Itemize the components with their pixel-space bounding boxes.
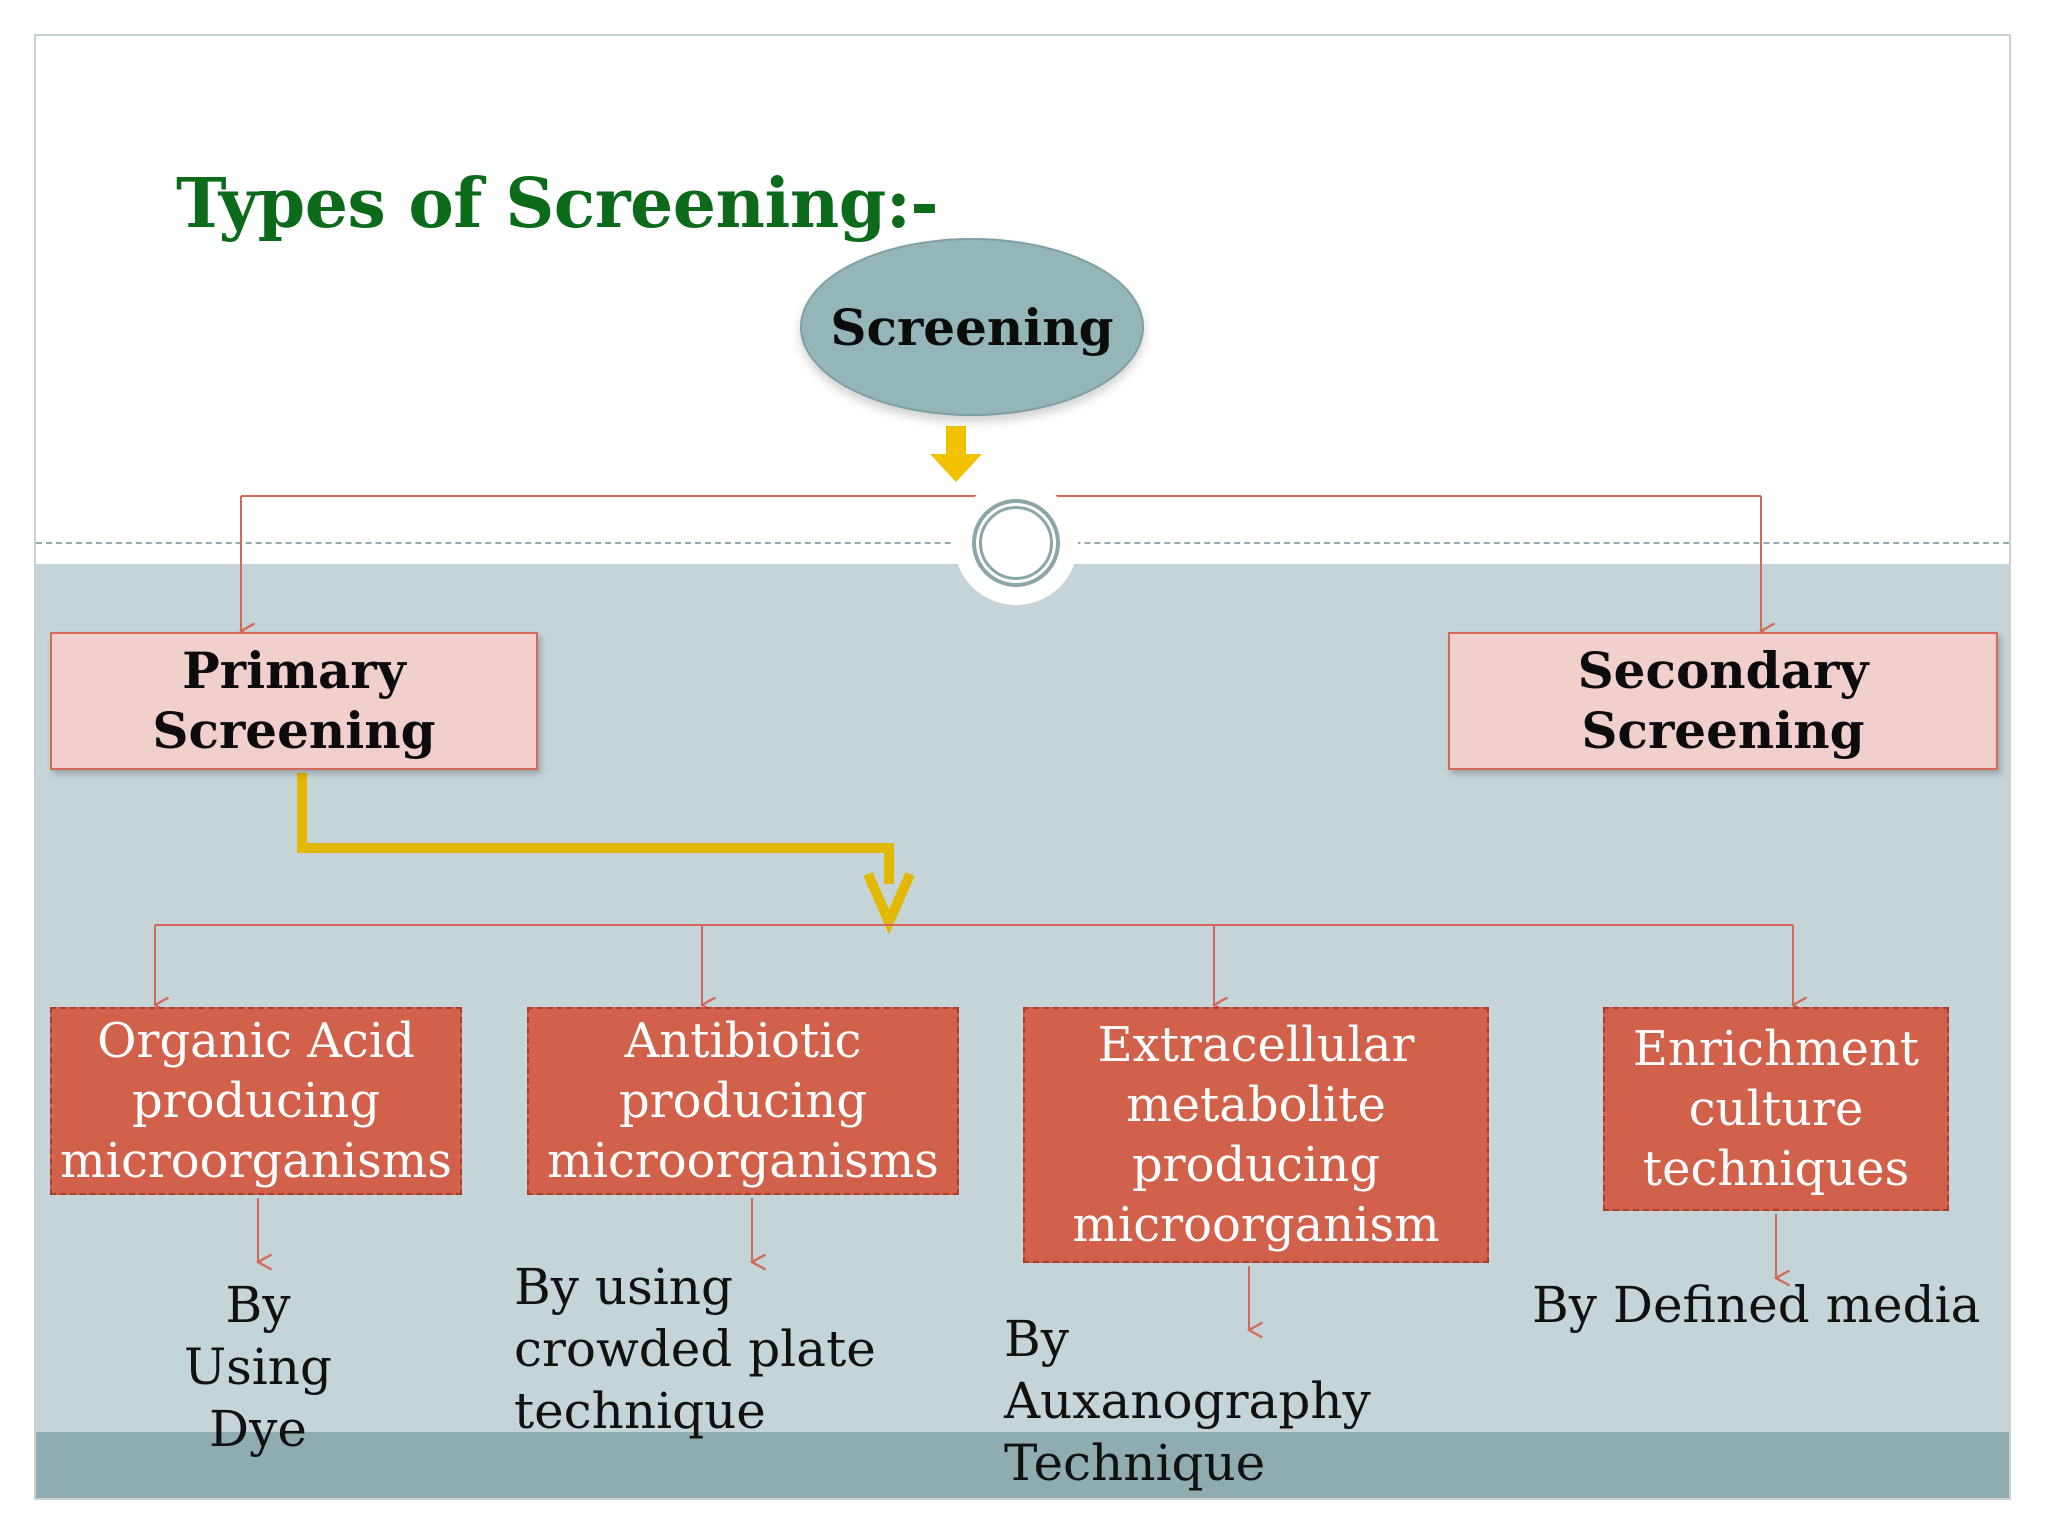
screening-node: Screening (800, 238, 1144, 416)
slide: Types of Screening:- Screening (34, 34, 2011, 1500)
method-crowded-plate: By using crowded plate technique (514, 1258, 876, 1440)
primary-elbow-arrowhead (863, 871, 915, 935)
circle-badge-inner-ring (979, 506, 1053, 580)
extracellular-metabolite-box: Extracellular metabolite producing micro… (1023, 1007, 1489, 1263)
root-down-arrow (930, 426, 982, 482)
organic-acid-box: Organic Acid producing microorganisms (50, 1007, 462, 1195)
primary-elbow-arrow (297, 773, 894, 884)
screening-label: Screening (830, 297, 1114, 357)
method-dye: By Using Dye (184, 1276, 332, 1458)
method-auxanography: By Auxanography Technique (1004, 1310, 1371, 1492)
secondary-screening-box: Secondary Screening (1448, 632, 1998, 770)
method-defined-media: By Defined media (1532, 1276, 1981, 1334)
enrichment-culture-box: Enrichment culture techniques (1603, 1007, 1949, 1211)
screening-ellipse (800, 238, 1144, 416)
connector-lines (36, 426, 2011, 1500)
slide-title: Types of Screening:- (176, 164, 939, 244)
primary-screening-box: Primary Screening (50, 632, 538, 770)
footer-band (36, 1432, 2009, 1498)
circle-badge (954, 481, 1078, 605)
antibiotic-box: Antibiotic producing microorganisms (527, 1007, 959, 1195)
